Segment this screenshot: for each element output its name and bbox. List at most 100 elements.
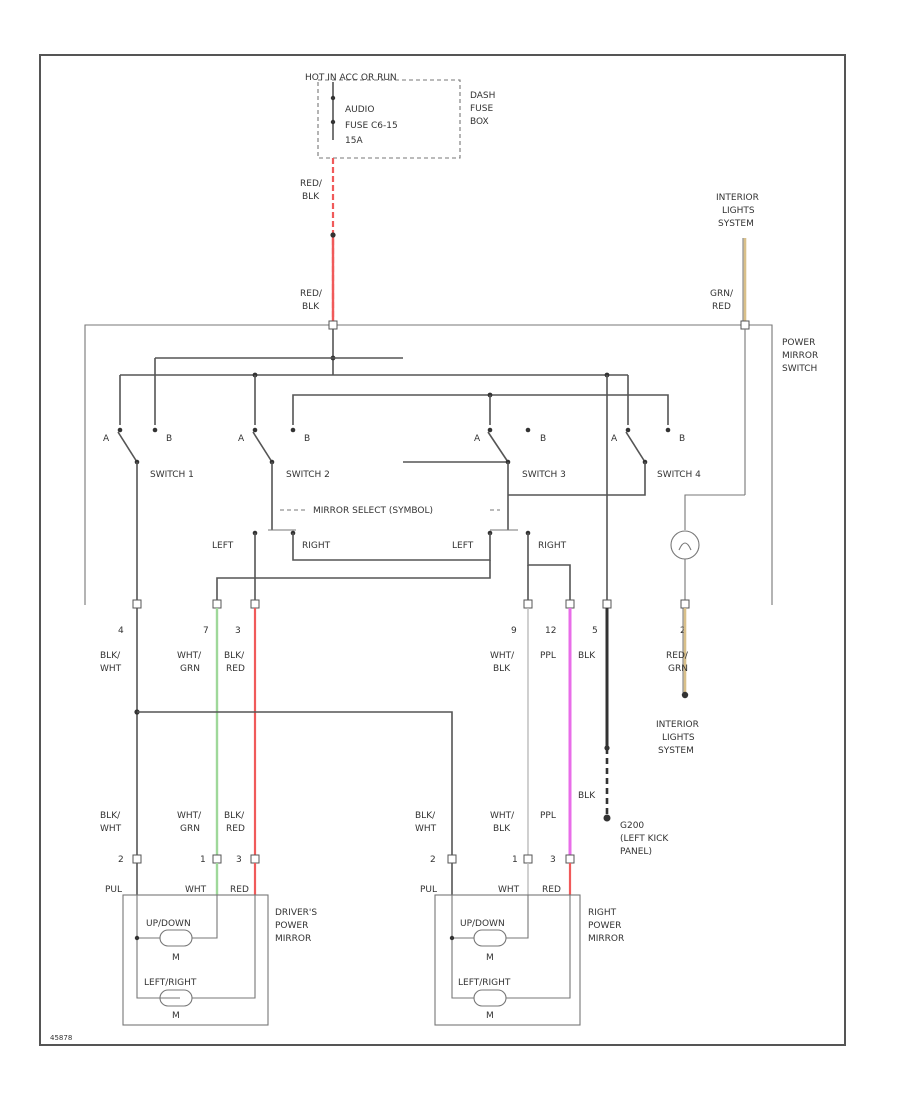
- fuse-box: HOT IN ACC OR RUN AUDIO FUSE C6-15 15A D…: [305, 73, 495, 159]
- motor-pin-label: RED: [542, 885, 561, 895]
- updown-lead: [506, 895, 529, 939]
- selector-right-out: [527, 533, 571, 605]
- wire-color: RED/: [300, 289, 323, 299]
- switch-1-label: SWITCH 1: [150, 470, 194, 480]
- switch-3: A B SWITCH 3: [474, 427, 566, 495]
- wire-color: WHT: [100, 664, 122, 674]
- mirror-housing: [434, 894, 581, 1026]
- fuse-amp: 15A: [345, 136, 363, 146]
- contact-b: [290, 427, 296, 433]
- wire-end-dot: [681, 691, 689, 699]
- pin-number: 3: [235, 626, 241, 636]
- left-right-label: LEFT/RIGHT: [458, 978, 511, 988]
- wire-color: WHT: [415, 824, 437, 834]
- interior-lights-line: LIGHTS: [662, 733, 695, 743]
- connector-pin: [212, 854, 222, 864]
- connector-pin: [132, 599, 142, 609]
- contact-b: [152, 427, 158, 433]
- motor-pin-label: PUL: [420, 885, 437, 895]
- wire-color: RED/: [300, 179, 323, 189]
- selector-right-label: RIGHT: [302, 541, 331, 551]
- splice-dot: [449, 935, 455, 941]
- hot-label: HOT IN ACC OR RUN: [305, 73, 397, 83]
- motor-label: M: [486, 1011, 494, 1021]
- switch-connector: 4 7 3 9 12 5 2: [118, 599, 690, 636]
- mirror-connectors: 2 1 3 2 1 3: [118, 854, 575, 865]
- updown-motor-icon: [159, 929, 193, 947]
- wire-color: WHT/: [177, 651, 202, 661]
- pin-number: 7: [203, 626, 209, 636]
- contact-a-label: A: [103, 434, 110, 444]
- indicator-lamp: [670, 530, 700, 605]
- splice-dot: [134, 935, 140, 941]
- harness-wires: BLK/ WHT WHT/ GRN BLK/ RED WHT/ BLK PPL …: [100, 608, 699, 860]
- mirror-selector: MIRROR SELECT (SYMBOL) LEFT RIGHT LEFT R…: [212, 495, 571, 605]
- motor-label: M: [172, 1011, 180, 1021]
- fuse-terminal: [330, 95, 336, 101]
- contact-b-label: B: [540, 434, 546, 444]
- switch-blade: [117, 431, 138, 463]
- power-mirror-switch: POWER MIRROR SWITCH: [84, 320, 818, 605]
- motor-pin-label: PUL: [105, 885, 122, 895]
- connector-pin: [565, 854, 575, 864]
- selector-cross: [292, 533, 491, 561]
- pin-number: 9: [511, 626, 517, 636]
- connector-pin: [523, 854, 533, 864]
- contact-a-label: A: [611, 434, 618, 444]
- contact-b: [665, 427, 671, 433]
- mirror-housing: [122, 894, 269, 1026]
- switch-housing: [84, 324, 773, 605]
- connector-pin: [212, 599, 222, 609]
- wire-color: BLK/: [415, 811, 436, 821]
- wire-color: RED: [226, 824, 245, 834]
- left-right-label: LEFT/RIGHT: [144, 978, 197, 988]
- switch-4: A B SWITCH 4: [508, 427, 701, 496]
- right-mirror-line: RIGHT: [588, 908, 617, 918]
- right-mirror-line: MIRROR: [588, 934, 624, 944]
- ground-label: (LEFT KICK: [620, 834, 669, 844]
- wire-color: WHT/: [177, 811, 202, 821]
- motor-pin-label: WHT: [185, 885, 207, 895]
- switch-3-label: SWITCH 3: [522, 470, 566, 480]
- pin-number: 2: [430, 855, 436, 865]
- pin-number: 5: [592, 626, 598, 636]
- connector-pin: [250, 854, 260, 864]
- connector-pin: [132, 854, 142, 864]
- fuse-box-line: DASH: [470, 91, 495, 101]
- lamp-feed-bend: [684, 494, 745, 530]
- pin-number: 12: [545, 626, 556, 636]
- leftright-motor-icon: [159, 989, 193, 1007]
- selector-cross-down: [216, 560, 491, 605]
- contact-a: [252, 427, 258, 433]
- switch-internal-wiring: [119, 329, 746, 605]
- contact-a: [487, 427, 493, 433]
- dash-fuse-box-outline: [317, 79, 461, 159]
- connector-pin: [740, 320, 750, 330]
- contact-b-label: B: [304, 434, 310, 444]
- connector-pin: [447, 854, 457, 864]
- up-down-label: UP/DOWN: [460, 919, 505, 929]
- fuse-box-line: BOX: [470, 117, 489, 127]
- connector-pin: [565, 599, 575, 609]
- selector-label: MIRROR SELECT (SYMBOL): [313, 506, 433, 516]
- updown-lead: [192, 895, 218, 939]
- leftright-lead: [506, 895, 571, 999]
- selector-right-label: RIGHT: [538, 541, 567, 551]
- wire-color: BLK: [578, 651, 596, 661]
- wire-color: RED: [712, 302, 731, 312]
- interior-lights-line: INTERIOR: [656, 720, 699, 730]
- selector-left-label: LEFT: [452, 541, 474, 551]
- ground-point-icon: [603, 814, 611, 822]
- power-mirror-switch-line: MIRROR: [782, 351, 818, 361]
- wire-color: BLK/: [100, 811, 121, 821]
- motor-pin-label: RED: [230, 885, 249, 895]
- ground-label: G200: [620, 821, 644, 831]
- wire-color: BLK: [302, 192, 320, 202]
- feed-wire: RED/ BLK RED/ BLK: [300, 158, 336, 325]
- switch-blade: [252, 431, 273, 463]
- fuse-box-line: FUSE: [470, 104, 493, 114]
- right-power-mirror: PUL WHT RED UP/DOWN M LEFT/RIGHT M RIGHT…: [420, 863, 624, 1026]
- drivers-mirror-line: MIRROR: [275, 934, 311, 944]
